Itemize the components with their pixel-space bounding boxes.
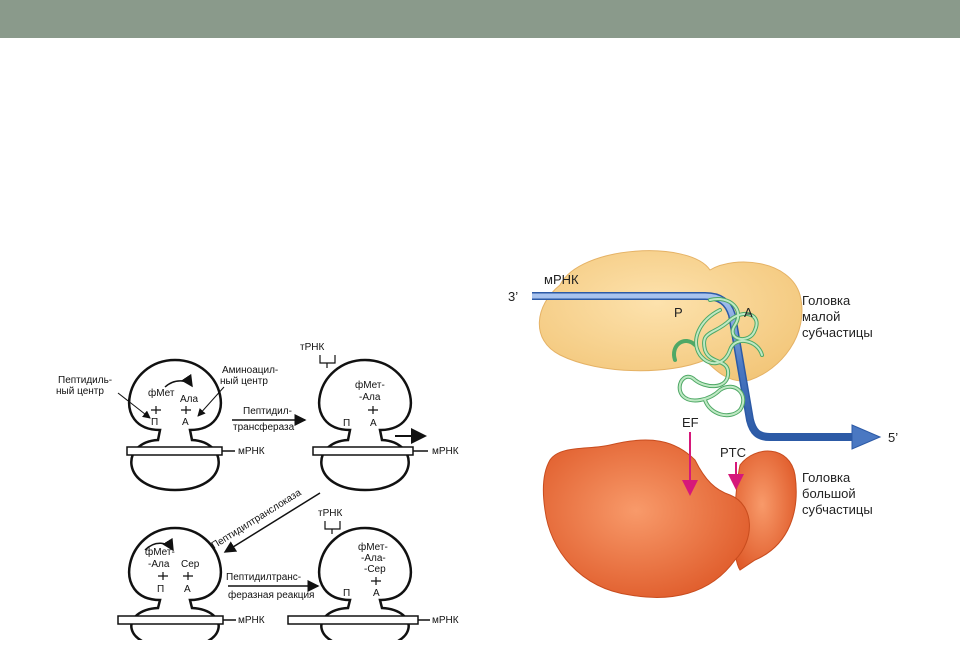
- site-a-3: А: [184, 584, 191, 595]
- large-subunit: [542, 439, 797, 598]
- ribosome-panel-2: мРНК тРНК фМет--Ала П А: [300, 342, 459, 492]
- arrow-translocase: Пептидилтранслоказа: [210, 487, 321, 553]
- mrna-5-prime-label: 5’: [888, 430, 898, 445]
- translation-scheme-diagram: мРНК фМет Ала П А Пептидиль-ный центр Ам…: [56, 342, 459, 640]
- trna-label-4: тРНК: [318, 508, 342, 519]
- site-a-1: А: [182, 417, 189, 428]
- mrna-label-3: мРНК: [238, 615, 265, 626]
- site-p-label: P: [674, 305, 683, 320]
- aminoacyl-center-label: Аминоацил-ный центр: [220, 365, 278, 387]
- mrna-label-4: мРНК: [432, 615, 459, 626]
- site-p-2: П: [343, 418, 350, 429]
- aa-ser-3: Сер: [181, 559, 200, 570]
- arrow1-label: Пептидил-трансфераза: [233, 406, 295, 433]
- site-p-4: П: [343, 588, 350, 599]
- trna-label-2: тРНК: [300, 342, 324, 353]
- mrna-label: мРНК: [544, 272, 579, 287]
- site-a-label: A: [744, 305, 753, 320]
- site-p-3: П: [157, 584, 164, 595]
- arrow2-label: Пептидилтранслоказа: [210, 487, 304, 551]
- arrow3-label: Пептидилтранс-феразная реакция: [226, 572, 314, 601]
- chain-3: фМет--Ала: [145, 546, 175, 570]
- mrna-3-prime-label: 3’: [508, 289, 518, 304]
- ptc-label: PTC: [720, 445, 746, 460]
- site-a-4: А: [373, 588, 380, 599]
- chain-2: фМет--Ала: [355, 379, 385, 403]
- mrna-strand: [532, 292, 882, 450]
- ef-label: EF: [682, 415, 699, 430]
- arrow-peptidyl-transferase: Пептидил-трансфераза: [232, 406, 307, 433]
- peptidyl-center-label: Пептидиль-ный центр: [56, 375, 112, 397]
- site-p-1: П: [151, 417, 158, 428]
- aa-ala-1: Ала: [180, 394, 199, 405]
- trna-molecule-highlight: [678, 298, 763, 417]
- chain-4: фМет--Ала--Сер: [358, 541, 388, 575]
- mrna-label-2: мРНК: [432, 446, 459, 457]
- ribosome-panel-4: мРНК тРНК фМет--Ала--Сер П А: [287, 508, 459, 640]
- small-subunit: [538, 250, 803, 382]
- mrna-label-1: мРНК: [238, 446, 265, 457]
- ribosome-panel-1: мРНК фМет Ала П А Пептидиль-ный центр Ам…: [56, 358, 278, 492]
- arrow-peptidyl-transferase-reaction: Пептидилтранс-феразная реакция: [226, 572, 320, 601]
- ribosome-panel-3: мРНК фМет--Ала Сер П А: [117, 526, 265, 640]
- header-bar: [0, 0, 960, 38]
- aa-fmet-1: фМет: [148, 387, 175, 399]
- site-a-2: А: [370, 418, 377, 429]
